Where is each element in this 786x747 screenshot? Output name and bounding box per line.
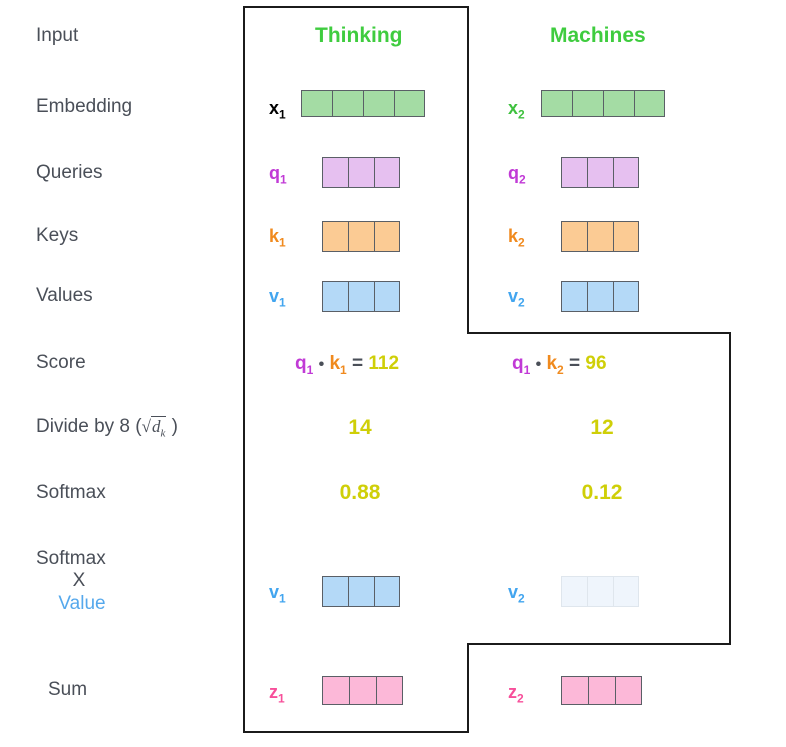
vector-cell <box>561 576 587 607</box>
vector-label-q1: q1 <box>269 163 287 187</box>
frame-join-mask-upper <box>245 325 467 341</box>
divided-score-col2: 12 <box>590 416 614 439</box>
softmax-value-col1: 0.88 <box>339 481 381 504</box>
vector-cell <box>376 676 403 705</box>
vector-cell <box>587 221 613 252</box>
row-label-values: Values <box>36 285 93 306</box>
vector-cell <box>541 90 572 117</box>
row-label-sum: Sum <box>48 679 88 700</box>
vector-label-v2: v2 <box>508 286 525 310</box>
vector-cell <box>332 90 363 117</box>
vector-cell <box>561 221 587 252</box>
vector-z1 <box>322 676 403 705</box>
softmax-value-col2: 0.12 <box>581 481 623 504</box>
vector-cell <box>349 676 376 705</box>
row-label-queries: Queries <box>36 162 103 183</box>
sqrt-dk-expression: √dk <box>141 416 167 440</box>
vector-cell <box>603 90 634 117</box>
vector-x2 <box>541 90 665 117</box>
softmax-times-value-line-2: X <box>72 570 86 592</box>
vector-cell <box>561 281 587 312</box>
row-label-softmax-times-value: Softmax X Value <box>36 548 128 615</box>
divide-prefix-text: Divide by 8 ( <box>36 416 142 437</box>
vector-label-q2: q2 <box>508 163 526 187</box>
dk-subscript: k <box>160 427 166 440</box>
vector-cell <box>322 676 349 705</box>
vector-q1 <box>322 157 400 188</box>
row-label-score: Score <box>36 352 86 373</box>
score-value-col1: 112 <box>368 353 400 374</box>
vector-q2 <box>561 157 639 188</box>
vector-v1 <box>322 281 400 312</box>
vector-z2 <box>561 676 642 705</box>
column-header-machines: Machines <box>550 24 646 47</box>
vector-label-weighted-v1: v1 <box>269 582 286 606</box>
vector-weighted-v2 <box>561 576 639 607</box>
vector-cell <box>588 676 615 705</box>
vector-label-k2: k2 <box>508 226 525 250</box>
vector-cell <box>374 157 400 188</box>
score-expression-col2: q1 • k2 = 96 <box>512 353 607 377</box>
row-label-keys: Keys <box>36 225 79 246</box>
radical-glyph: √ <box>141 417 151 436</box>
softmax-times-value-line-3: Value <box>58 592 106 614</box>
frame-join-mask-lower <box>245 637 467 653</box>
vector-k1 <box>322 221 400 252</box>
vector-cell <box>613 157 639 188</box>
vector-cell <box>615 676 642 705</box>
vector-label-v1: v1 <box>269 286 286 310</box>
vector-cell <box>561 676 588 705</box>
vector-cell <box>587 281 613 312</box>
row-label-softmax: Softmax <box>36 482 106 503</box>
score-expression-col1: q1 • k1 = 112 <box>295 353 400 377</box>
vector-cell <box>374 576 400 607</box>
vector-cell <box>348 221 374 252</box>
vector-cell <box>374 281 400 312</box>
vector-cell <box>348 281 374 312</box>
vector-cell <box>348 157 374 188</box>
vector-cell <box>322 281 348 312</box>
vector-v2 <box>561 281 639 312</box>
vector-cell <box>322 221 348 252</box>
score-value-col2: 96 <box>585 353 607 374</box>
row-label-embedding: Embedding <box>36 96 133 117</box>
vector-cell <box>348 576 374 607</box>
vector-label-weighted-v2: v2 <box>508 582 525 606</box>
vector-cell <box>322 576 348 607</box>
dot-product-operator: • <box>318 356 325 373</box>
vector-label-z2: z2 <box>508 682 524 706</box>
dot-product-operator: • <box>535 356 542 373</box>
vector-cell <box>613 576 639 607</box>
divide-suffix-text: ) <box>171 416 178 437</box>
vector-cell <box>301 90 332 117</box>
row-label-divide-by-8: Divide by 8 (√dk ) <box>36 416 178 440</box>
radicand: dk <box>150 416 167 440</box>
vector-weighted-v1 <box>322 576 400 607</box>
vector-label-k1: k1 <box>269 226 286 250</box>
row-label-input: Input <box>36 25 79 46</box>
dk-variable: d <box>151 417 161 436</box>
vector-cell <box>561 157 587 188</box>
vector-cell <box>613 281 639 312</box>
vector-label-z1: z1 <box>269 682 285 706</box>
vector-cell <box>587 576 613 607</box>
divided-score-col1: 14 <box>348 416 372 439</box>
vector-k2 <box>561 221 639 252</box>
vector-cell <box>322 157 348 188</box>
vector-label-x2: x2 <box>508 98 525 122</box>
vector-cell <box>394 90 425 117</box>
softmax-times-value-line-1: Softmax <box>36 548 106 569</box>
vector-label-x1: x1 <box>269 98 286 122</box>
column-header-thinking: Thinking <box>315 24 403 47</box>
vector-cell <box>634 90 665 117</box>
vector-cell <box>572 90 603 117</box>
vector-x1 <box>301 90 425 117</box>
vector-cell <box>374 221 400 252</box>
vector-cell <box>363 90 394 117</box>
vector-cell <box>587 157 613 188</box>
vector-cell <box>613 221 639 252</box>
